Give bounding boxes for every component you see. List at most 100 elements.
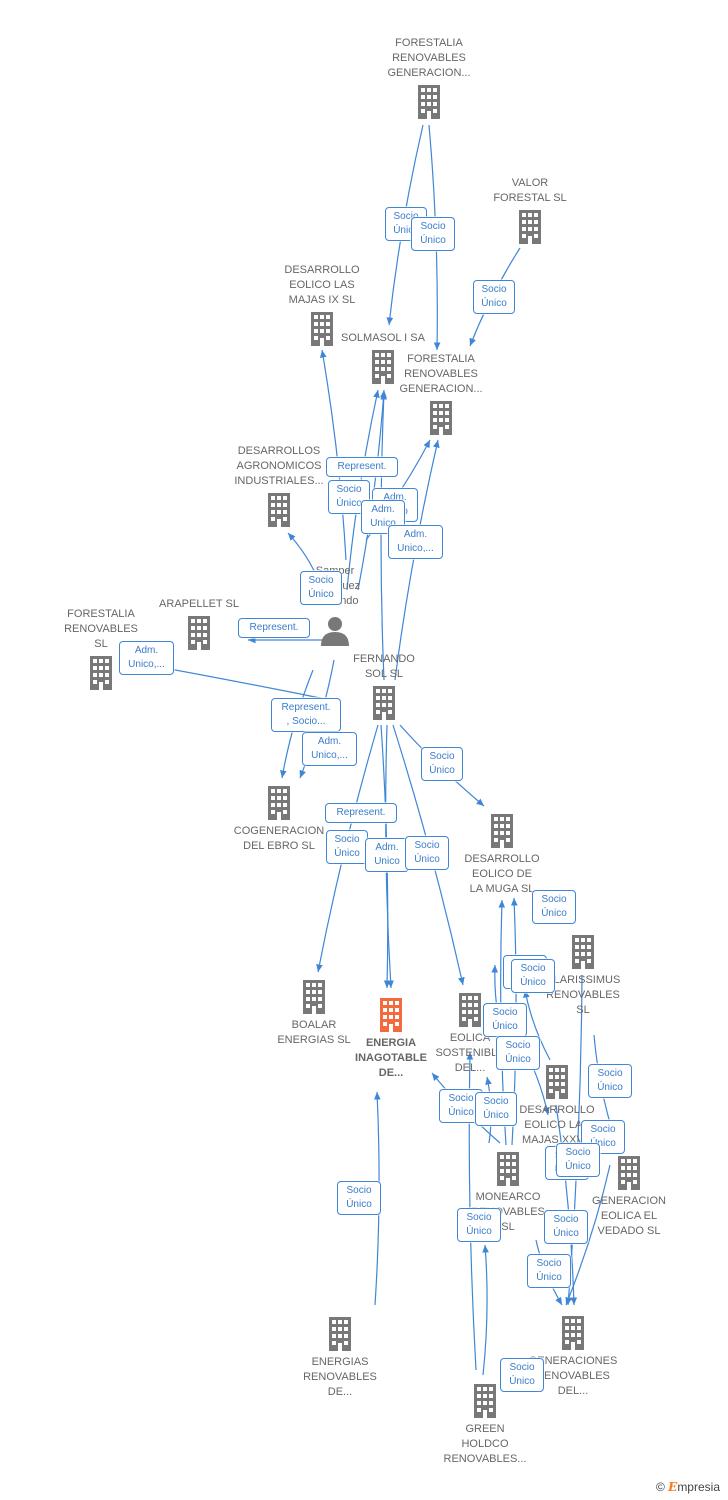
relation-edge <box>482 1244 489 1376</box>
node-label-solmasol: SOLMASOL I SA <box>341 332 425 344</box>
building-icon <box>303 980 325 1014</box>
node-label-generaciones-renovables: GENERACIONES RENOVABLES DEL... <box>528 1355 618 1397</box>
edge-label[interactable]: Socio Único <box>473 280 515 314</box>
building-node-forestalia-mid[interactable] <box>430 401 452 435</box>
building-node-arapellet[interactable] <box>188 616 210 650</box>
edge-label[interactable]: Socio Único <box>544 1210 588 1244</box>
building-icon <box>418 85 440 119</box>
node-label-eolica-sostenible: EOLICA SOSTENIBLE DEL... <box>435 1032 505 1074</box>
building-icon <box>188 616 210 650</box>
node-label-clarissimus: CLARISSIMUS RENOVABLES SL <box>545 974 621 1016</box>
edge-label[interactable]: Socio Único <box>532 890 576 924</box>
building-icon <box>474 1384 496 1418</box>
person-node-samper[interactable] <box>321 617 349 646</box>
building-icon <box>373 686 395 720</box>
relation-edge <box>394 439 440 681</box>
building-node-clarissimus[interactable] <box>572 935 594 969</box>
node-label-desarrollo-majas-ix: DESARROLLO EOLICO LAS MAJAS IX SL <box>284 264 360 306</box>
edge-label[interactable]: Socio Único <box>300 571 342 605</box>
edge-label[interactable]: Socio Único <box>405 836 449 870</box>
building-icon <box>572 935 594 969</box>
relation-edge <box>565 974 583 1306</box>
edge-label[interactable]: Socio Único <box>588 1064 632 1098</box>
edge-label[interactable]: Socio Único <box>411 217 455 251</box>
building-icon <box>329 1317 351 1351</box>
edge-label[interactable]: Adm. Unico <box>361 500 405 534</box>
relation-edge <box>319 349 347 561</box>
edge-label[interactable]: Adm. Unico,... <box>119 641 174 675</box>
building-icon <box>519 210 541 244</box>
node-label-valor-forestal: VALOR FORESTAL SL <box>493 177 567 204</box>
building-node-forestalia-top[interactable] <box>418 85 440 119</box>
building-icon <box>618 1156 640 1190</box>
node-label-energia-inagotable: ENERGIA INAGOTABLE DE... <box>355 1037 427 1079</box>
edge-label[interactable]: Adm. Unico,... <box>302 732 357 766</box>
node-label-generacion-vedado: GENERACION EOLICA EL VEDADO SL <box>592 1195 666 1237</box>
edge-label[interactable]: Socio Único <box>500 1358 544 1392</box>
node-label-forestalia-mid: FORESTALIA RENOVABLES GENERACION... <box>399 353 483 395</box>
building-icon <box>497 1152 519 1186</box>
building-node-fernando-sol[interactable] <box>373 686 395 720</box>
relation-edge <box>523 989 551 1061</box>
node-label-cogeneracion: COGENERACION DEL EBRO SL <box>233 825 325 852</box>
building-node-boalar[interactable] <box>303 980 325 1014</box>
empresia-watermark: © Empresia <box>656 1480 720 1494</box>
node-label-boalar: BOALAR ENERGIAS SL <box>277 1019 351 1046</box>
node-label-energias-renovables: ENERGIAS RENOVABLES DE... <box>303 1356 377 1398</box>
edge-label[interactable]: Adm. Unico,... <box>388 525 443 559</box>
relation-edge <box>565 1164 611 1306</box>
person-icon-body <box>321 632 349 646</box>
copyright-symbol: © <box>655 1480 665 1494</box>
edge-label[interactable]: Socio Único <box>496 1036 540 1070</box>
brand-name: mpresia <box>677 1480 720 1494</box>
building-node-cogeneracion[interactable] <box>268 786 290 820</box>
building-node-valor-forestal[interactable] <box>519 210 541 244</box>
building-node-forestalia-left[interactable] <box>90 656 112 690</box>
building-icon <box>380 998 402 1032</box>
brand-initial: E <box>668 1480 678 1494</box>
building-icon <box>562 1316 584 1350</box>
edge-label[interactable]: Socio Único <box>328 480 370 514</box>
building-node-monearco[interactable] <box>497 1152 519 1186</box>
edge-label[interactable]: Socio Único <box>337 1181 381 1215</box>
edge-label[interactable]: Socio Único <box>556 1143 600 1177</box>
node-label-arapellet: ARAPELLET SL <box>159 598 239 610</box>
building-icon <box>546 1065 568 1099</box>
relation-edge <box>555 1104 578 1306</box>
edge-label[interactable]: Socio Único <box>483 1003 527 1037</box>
edge-label[interactable]: Socio Único <box>421 747 463 781</box>
edge-label[interactable]: Represent. , Socio... <box>271 698 341 732</box>
building-icon <box>90 656 112 690</box>
building-icon <box>268 786 290 820</box>
building-icon <box>268 493 290 527</box>
edge-label[interactable]: Socio Único <box>326 830 368 864</box>
node-label-forestalia-left: FORESTALIA RENOVABLES SL <box>64 608 138 650</box>
building-node-generaciones-renovables[interactable] <box>562 1316 584 1350</box>
building-icon <box>459 993 481 1027</box>
edge-label[interactable]: Socio Único <box>527 1254 571 1288</box>
building-node-eolica-sostenible[interactable] <box>459 993 481 1027</box>
node-label-green-holdco: GREEN HOLDCO RENOVABLES... <box>443 1423 527 1465</box>
building-node-desarrollos-agronomicos[interactable] <box>268 493 290 527</box>
building-node-generacion-vedado[interactable] <box>618 1156 640 1190</box>
building-node-desarrollo-muga[interactable] <box>491 814 513 848</box>
edge-label[interactable]: Represent. <box>325 803 397 823</box>
building-icon <box>491 814 513 848</box>
building-node-green-holdco[interactable] <box>474 1384 496 1418</box>
building-node-energia-inagotable[interactable] <box>380 998 402 1032</box>
node-label-forestalia-top: FORESTALIA RENOVABLES GENERACION... <box>387 37 471 79</box>
edge-label[interactable]: Represent. <box>238 618 310 638</box>
building-icon <box>430 401 452 435</box>
person-icon <box>328 617 342 631</box>
node-label-fernando-sol: FERNANDO SOL SL <box>353 653 415 680</box>
node-label-desarrollos-agronomicos: DESARROLLOS AGRONOMICOS INDUSTRIALES... <box>234 445 324 487</box>
building-node-energias-renovables[interactable] <box>329 1317 351 1351</box>
building-node-desarrollo-majas-xxv[interactable] <box>546 1065 568 1099</box>
relation-edge <box>380 391 388 681</box>
edge-label[interactable]: Socio Único <box>457 1208 501 1242</box>
edge-label[interactable]: Represent. <box>326 457 398 477</box>
edge-label[interactable]: Adm. Unico <box>365 838 409 872</box>
edge-label[interactable]: Socio Único <box>511 959 555 993</box>
edge-label[interactable]: Socio Único <box>475 1092 517 1126</box>
